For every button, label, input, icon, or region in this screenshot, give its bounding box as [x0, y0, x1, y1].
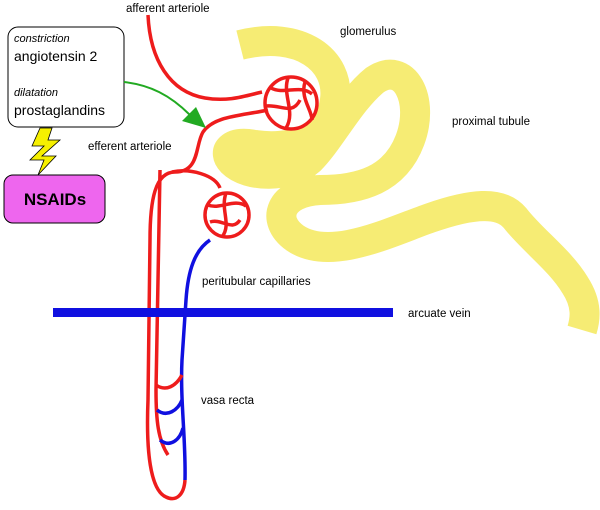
regulation-arrow-line — [123, 81, 191, 116]
dilatation-agent: prostaglandins — [14, 102, 105, 118]
afferent-arteriole-vessel — [146, 14, 263, 102]
peritubular-capillary-tuft — [203, 191, 251, 239]
efferent-arteriole-label: efferent arteriole — [88, 141, 172, 153]
arcuate-vein-vessel — [53, 308, 393, 317]
regulators-box — [7, 26, 125, 128]
nsaids-label: NSAIDs — [24, 190, 86, 209]
vasa-recta-label: vasa recta — [201, 395, 255, 407]
dilatation-heading: dilatation — [14, 87, 58, 99]
constriction-heading: constriction — [14, 33, 70, 45]
afferent-arteriole-label: afferent arteriole — [126, 3, 210, 15]
proximal-tubule-shape — [212, 26, 600, 335]
regulation-arrowhead-icon — [182, 107, 206, 128]
lightning-bolt-icon — [29, 127, 62, 176]
glomerulus-capillary-tuft — [263, 75, 319, 131]
peritubular-capillaries-label: peritubular capillaries — [202, 276, 311, 288]
vasa-recta-arterial-inner — [154, 169, 170, 456]
efferent-arteriole-vessel — [148, 108, 269, 241]
vasa-recta-arterial-limb — [145, 239, 187, 501]
nsaids-badge — [3, 174, 106, 224]
vasa-recta-loops — [154, 374, 185, 445]
arcuate-vein-label: arcuate vein — [408, 308, 471, 320]
efferent-to-capillaries — [171, 169, 222, 189]
peritubular-venous-limb — [179, 238, 212, 481]
glomerulus-label: glomerulus — [340, 26, 396, 38]
constriction-agent: angiotensin 2 — [14, 48, 98, 64]
proximal-tubule-label: proximal tubule — [452, 116, 530, 128]
